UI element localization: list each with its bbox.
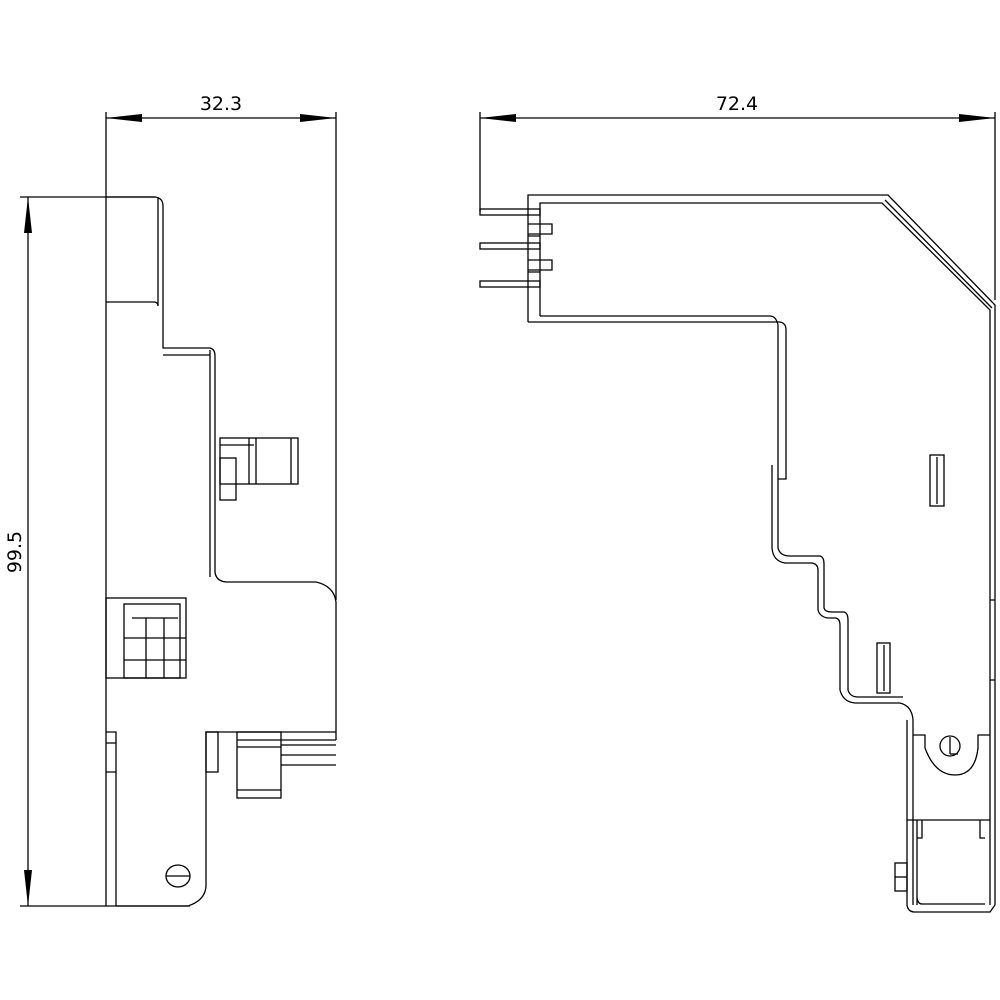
dimension-width-side: 32.3 xyxy=(105,93,337,600)
side-view: 32.3 99.5 xyxy=(4,93,337,907)
front-view: 72.4 xyxy=(479,93,996,913)
dimension-height-side: 99.5 xyxy=(4,196,190,907)
front-body-outline xyxy=(479,194,996,913)
side-body-outline xyxy=(105,196,337,907)
slot xyxy=(929,454,945,507)
pin-3 xyxy=(479,280,541,288)
height-dimension-label: 99.5 xyxy=(4,531,26,573)
screw-icon xyxy=(939,735,961,757)
width-dimension-label: 32.3 xyxy=(200,93,242,115)
dimension-width-front: 72.4 xyxy=(479,93,996,300)
pin-1 xyxy=(479,208,541,216)
front-width-dimension-label: 72.4 xyxy=(716,93,758,115)
pin-2 xyxy=(479,242,541,250)
slot xyxy=(876,642,891,694)
